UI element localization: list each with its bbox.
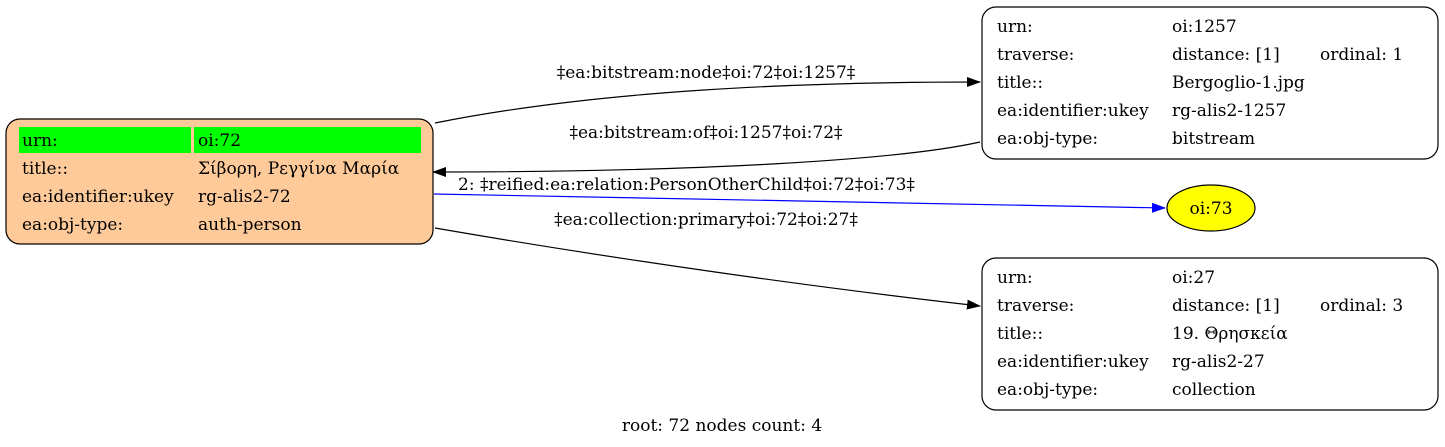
collection-title-label: title:: bbox=[997, 324, 1043, 344]
edge-bitstream-node-label: ‡ea:bitstream:node‡oi:72‡oi:1257‡ bbox=[557, 63, 856, 83]
edge-bitstream-of[interactable]: ‡ea:bitstream:of‡oi:1257‡oi:72‡ bbox=[432, 123, 981, 177]
oval-node-shape bbox=[1166, 184, 1256, 232]
collection-distance: distance: [1] bbox=[1172, 296, 1280, 316]
edge-reified[interactable]: 2: ‡reified:ea:relation:PersonOtherChild… bbox=[433, 175, 1166, 213]
edge-reified-line bbox=[433, 193, 1166, 213]
edge-bitstream-of-line bbox=[432, 141, 981, 177]
root-urn-label-highlight bbox=[19, 127, 191, 153]
collection-title-value: 19. Θρησκεία bbox=[1172, 324, 1288, 344]
root-title-label: title:: bbox=[22, 159, 68, 179]
root-ukey-label: ea:identifier:ukey bbox=[22, 187, 174, 207]
bitstream-title-value: Bergoglio-1.jpg bbox=[1172, 73, 1305, 93]
collection-ordinal: ordinal: 3 bbox=[1320, 296, 1403, 316]
root-ukey-value: rg-alis2-72 bbox=[198, 187, 291, 207]
bitstream-type-label: ea:obj-type: bbox=[997, 129, 1098, 149]
bitstream-ordinal: ordinal: 1 bbox=[1320, 45, 1403, 65]
bitstream-ukey-value: rg-alis2-1257 bbox=[1172, 101, 1286, 121]
bitstream-urn-value: oi:1257 bbox=[1172, 17, 1237, 37]
edge-bitstream-node[interactable]: ‡ea:bitstream:node‡oi:72‡oi:1257‡ bbox=[434, 63, 981, 124]
bitstream-distance: distance: [1] bbox=[1172, 45, 1280, 65]
collection-type-label: ea:obj-type: bbox=[997, 380, 1098, 400]
root-title-value: Σίβορη, Ρεγγίνα Μαρία bbox=[198, 159, 400, 179]
graph-caption: root: 72 nodes count: 4 bbox=[622, 416, 822, 436]
oval-node-label: oi:73 bbox=[1189, 199, 1232, 219]
collection-urn-value: oi:27 bbox=[1172, 268, 1215, 288]
edge-collection-primary[interactable]: ‡ea:collection:primary‡oi:72‡oi:27‡ bbox=[434, 210, 981, 310]
root-type-value: auth-person bbox=[198, 215, 302, 235]
root-urn-value: oi:72 bbox=[198, 131, 241, 151]
bitstream-title-label: title:: bbox=[997, 73, 1043, 93]
bitstream-type-value: bitstream bbox=[1172, 129, 1255, 149]
oval-node[interactable]: oi:73 bbox=[1166, 184, 1256, 232]
edge-bitstream-of-label: ‡ea:bitstream:of‡oi:1257‡oi:72‡ bbox=[569, 123, 843, 143]
collection-ukey-value: rg-alis2-27 bbox=[1172, 352, 1265, 372]
edge-bitstream-node-line bbox=[434, 77, 981, 124]
collection-type-value: collection bbox=[1172, 380, 1256, 400]
root-type-label: ea:obj-type: bbox=[22, 215, 123, 235]
collection-node-box bbox=[981, 257, 1439, 411]
root-urn-label: urn: bbox=[22, 131, 58, 151]
bitstream-urn-label: urn: bbox=[997, 17, 1033, 37]
bitstream-traverse-label: traverse: bbox=[997, 45, 1074, 65]
bitstream-node-box bbox=[981, 6, 1439, 160]
bitstream-node[interactable]: urn: oi:1257 traverse: distance: [1] ord… bbox=[981, 6, 1439, 160]
bitstream-ukey-label: ea:identifier:ukey bbox=[997, 101, 1149, 121]
root-urn-value-highlight bbox=[194, 127, 421, 153]
edge-reified-label: 2: ‡reified:ea:relation:PersonOtherChild… bbox=[458, 175, 915, 195]
collection-node[interactable]: urn: oi:27 traverse: distance: [1] ordin… bbox=[981, 257, 1439, 411]
edge-collection-primary-label: ‡ea:collection:primary‡oi:72‡oi:27‡ bbox=[554, 210, 858, 230]
collection-ukey-label: ea:identifier:ukey bbox=[997, 352, 1149, 372]
root-node[interactable]: urn: oi:72 title:: Σίβορη, Ρεγγίνα Μαρία… bbox=[5, 118, 434, 245]
collection-urn-label: urn: bbox=[997, 268, 1033, 288]
collection-traverse-label: traverse: bbox=[997, 296, 1074, 316]
edge-collection-primary-line bbox=[434, 227, 981, 310]
